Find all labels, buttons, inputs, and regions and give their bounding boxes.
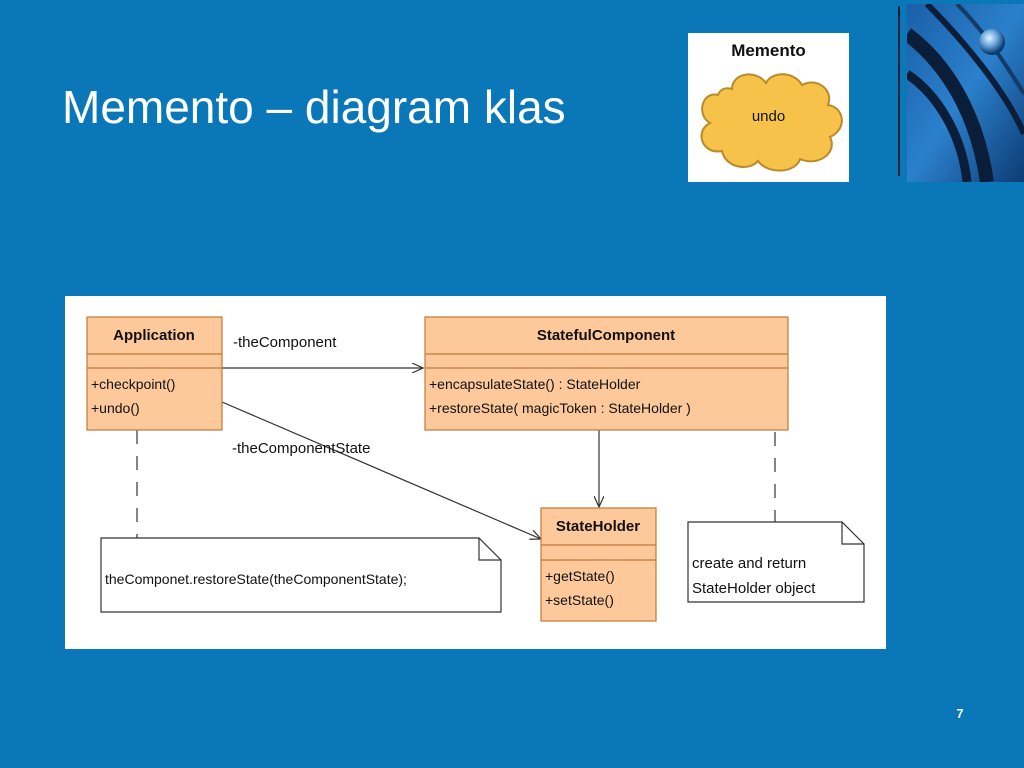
method-restorestate: +restoreState( magicToken : StateHolder … [429,400,691,416]
class-statefulcomponent: StatefulComponent +encapsulateState() : … [424,316,789,431]
note-create-stateholder: create and return StateHolder object [687,521,865,603]
method-checkpoint: +checkpoint() [91,376,175,392]
memento-logo: Memento undo [688,33,849,182]
note-create-line2: StateHolder object [692,580,816,597]
title-divider-line [898,6,900,176]
class-name-statefulcomponent: StatefulComponent [537,327,675,344]
note-restore-state: theComponet.restoreState(theComponentSta… [100,537,502,613]
association-line-thecomponentstate [221,401,541,539]
label-thecomponent: -theComponent [233,334,337,351]
class-stateholder: StateHolder +getState() +setState() [540,507,657,622]
note-restore-text: theComponet.restoreState(theComponentSta… [105,571,407,587]
slide-title: Memento – diagram klas [62,81,566,133]
page-number: 7 [956,706,964,721]
note-create-line1: create and return [692,555,806,572]
class-name-application: Application [113,327,195,344]
corner-decoration-image [907,4,1024,182]
logo-cloud-text: undo [751,108,786,125]
label-thecomponentstate: -theComponentState [232,440,370,457]
method-setstate: +setState() [545,592,614,608]
logo-title: Memento [731,41,806,60]
method-getstate: +getState() [545,568,615,584]
class-diagram: Application +checkpoint() +undo() Statef… [65,296,886,649]
class-name-stateholder: StateHolder [556,518,640,535]
cloud-icon [700,73,843,172]
method-undo: +undo() [91,400,140,416]
class-application: Application +checkpoint() +undo() [86,316,223,431]
method-encapsulatestate: +encapsulateState() : StateHolder [429,376,641,392]
